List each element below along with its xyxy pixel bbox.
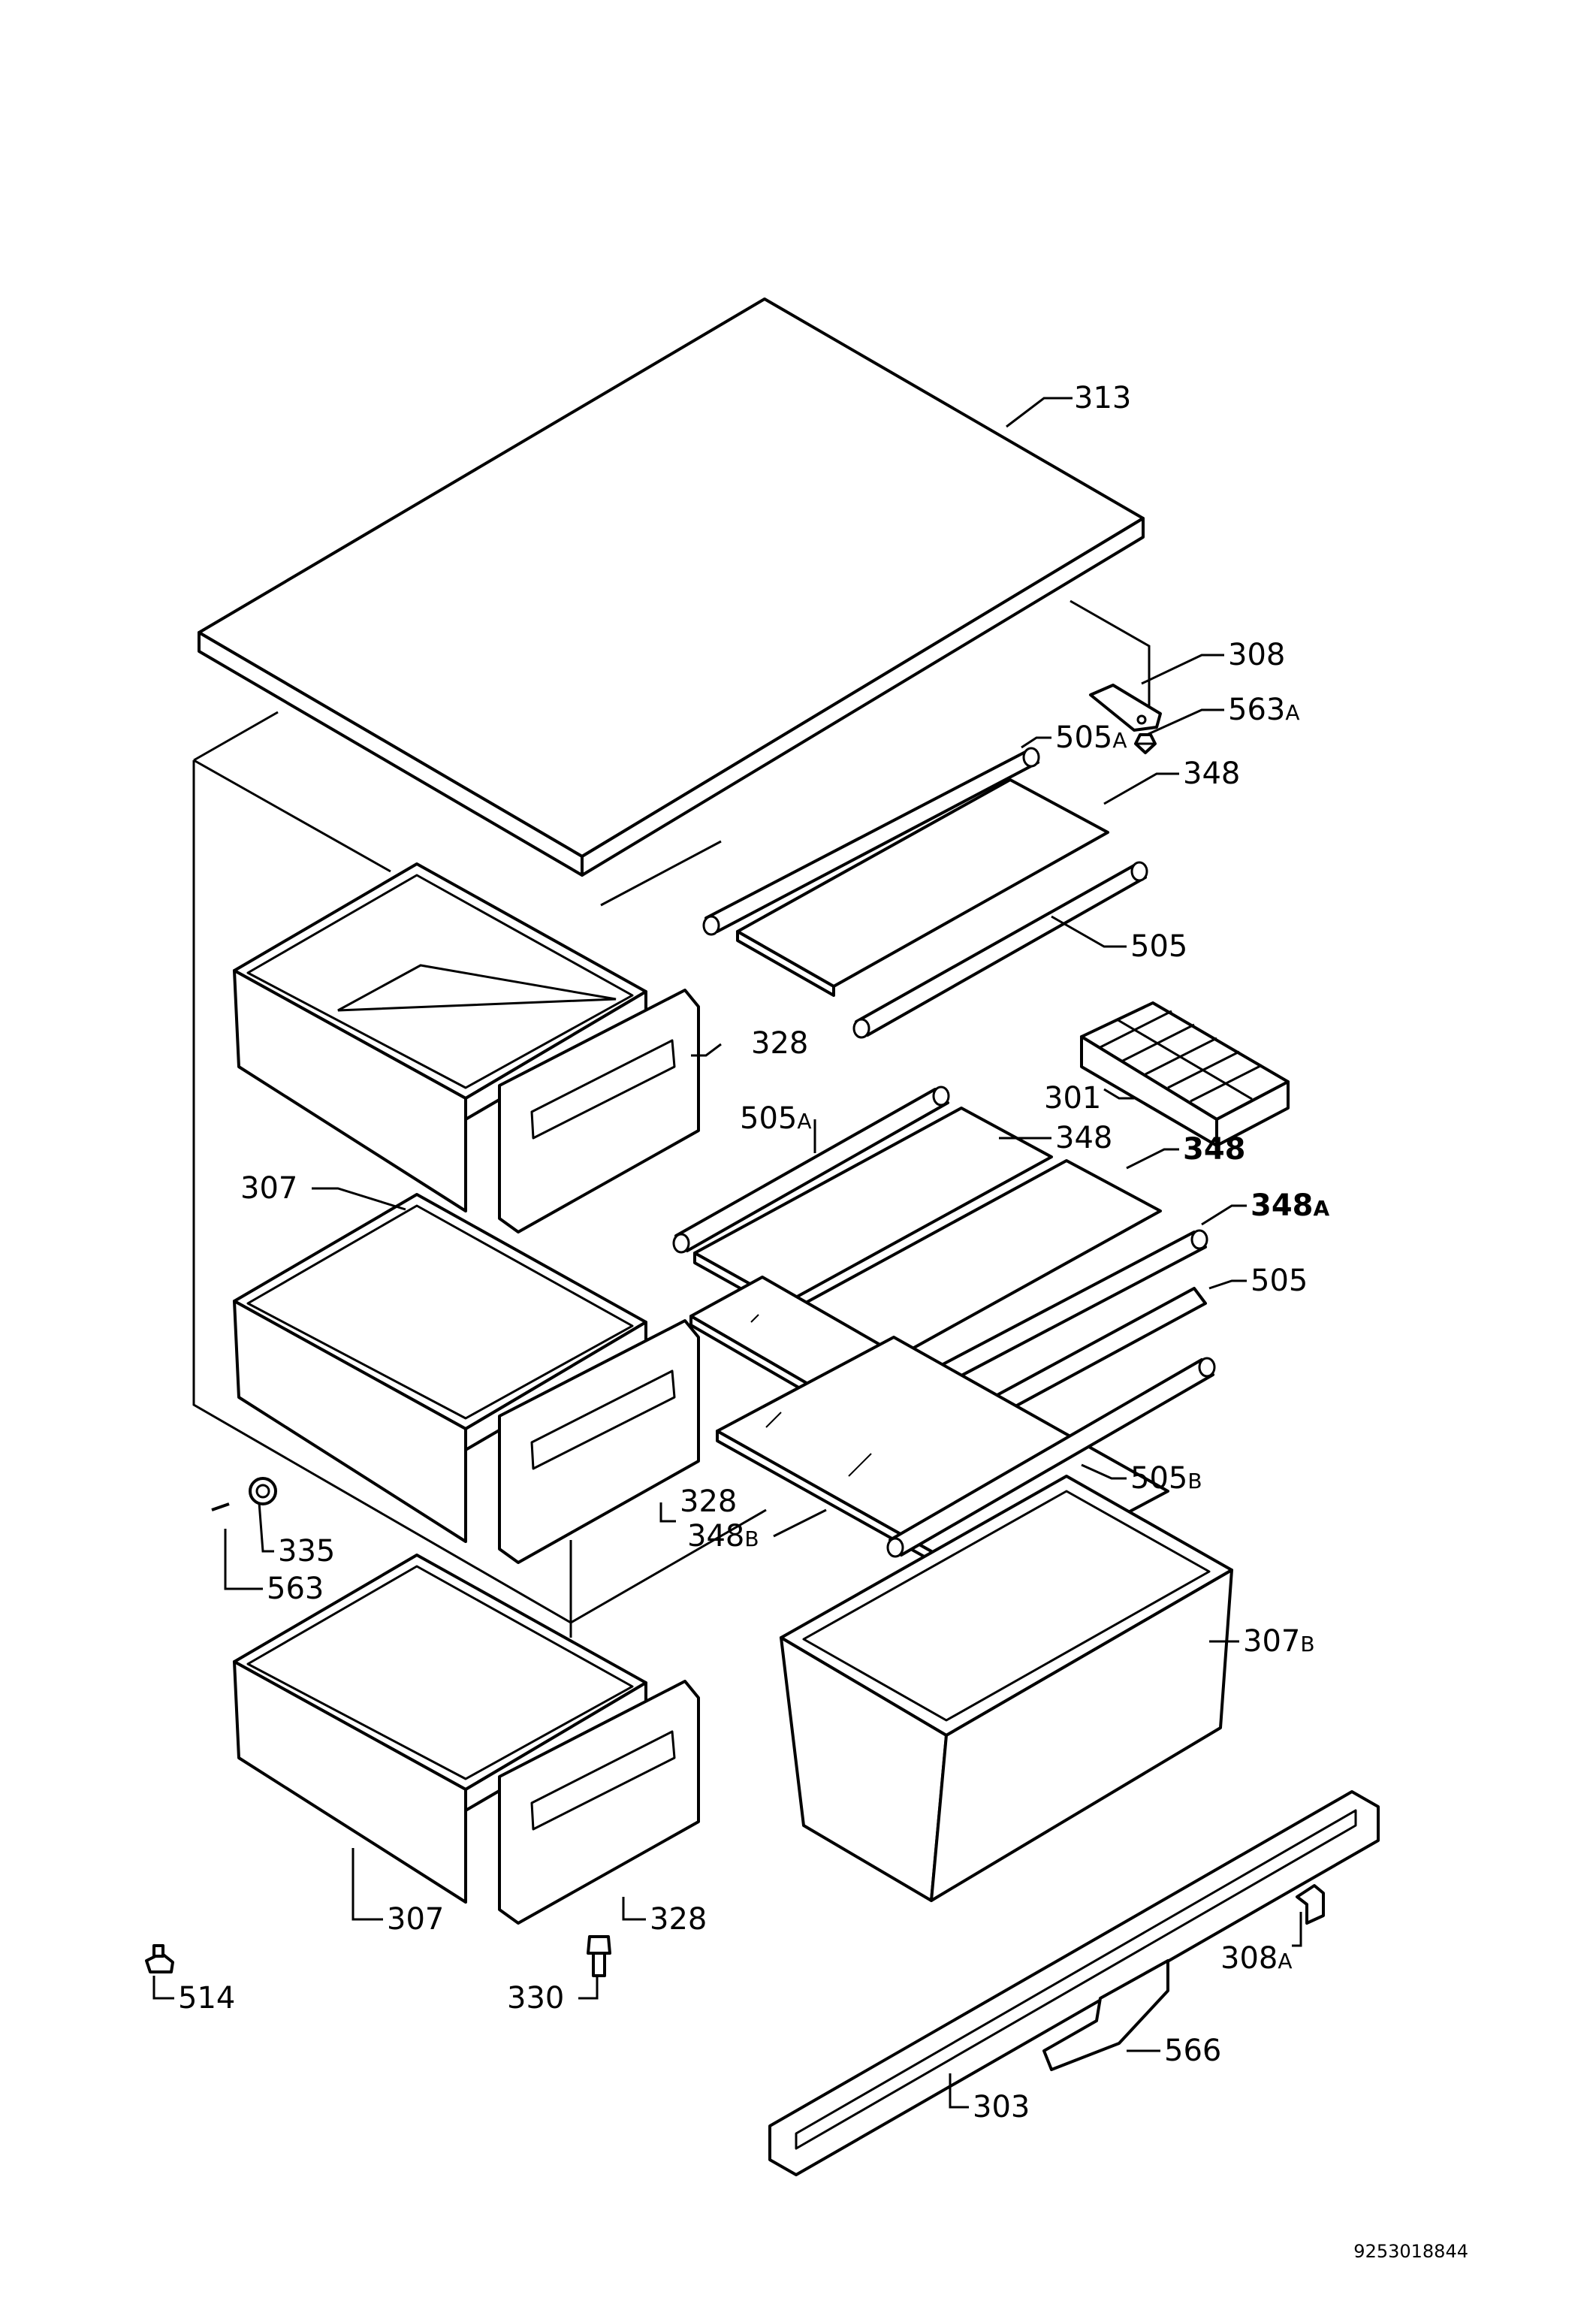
callout-308a: 308A bbox=[1220, 1941, 1293, 1976]
callout-303: 303 bbox=[973, 2090, 1030, 2124]
bin-307b bbox=[780, 1475, 1233, 1902]
callout-330: 330 bbox=[507, 1981, 564, 2016]
callout-labels: 313 308 563A 505A 348 505 328 301 505A 3… bbox=[178, 381, 1330, 2124]
callout-335: 335 bbox=[278, 1534, 335, 1569]
document-number: 9253018844 bbox=[1353, 2241, 1468, 2262]
callout-505-mid: 505 bbox=[1251, 1264, 1308, 1298]
callout-566: 566 bbox=[1164, 2034, 1221, 2068]
callout-348-top: 348 bbox=[1183, 756, 1240, 791]
callout-307b: 307B bbox=[1243, 1624, 1315, 1659]
trim-505a-top bbox=[702, 747, 1040, 936]
bracket-566 bbox=[1042, 1959, 1169, 2071]
clip-308a bbox=[1296, 1884, 1325, 1925]
callout-328-top: 328 bbox=[751, 1026, 808, 1061]
ice-tray-301 bbox=[1080, 1001, 1290, 1147]
callout-563a: 563A bbox=[1228, 693, 1300, 727]
callout-505a-mid: 505A bbox=[740, 1101, 812, 1136]
callout-348a: 348A bbox=[1251, 1188, 1330, 1223]
callout-348-mid2: 348 bbox=[1183, 1132, 1246, 1167]
callout-514: 514 bbox=[178, 1981, 235, 2016]
drawer-307-bot bbox=[233, 1554, 647, 1904]
foot-514 bbox=[145, 1944, 174, 1973]
clip-308 bbox=[1089, 684, 1162, 732]
callout-308: 308 bbox=[1228, 638, 1285, 672]
callout-505-top: 505 bbox=[1130, 929, 1187, 964]
callout-505a-top: 505A bbox=[1055, 720, 1127, 755]
callout-301: 301 bbox=[1044, 1081, 1101, 1116]
drawer-front-328-mid bbox=[498, 1319, 700, 1564]
screw-563a bbox=[1134, 733, 1157, 754]
drawer-307-mid bbox=[233, 1193, 647, 1543]
screw-330 bbox=[587, 1935, 611, 1977]
cabinet-outline bbox=[192, 599, 1151, 1638]
top-shelf-313 bbox=[198, 297, 1145, 877]
leader-lines bbox=[152, 397, 1302, 2109]
pin-563-and-knob-335 bbox=[211, 1477, 277, 1511]
callout-348b: 348B bbox=[687, 1519, 759, 1554]
callout-328-mid: 328 bbox=[680, 1484, 737, 1519]
rail-303 bbox=[768, 1790, 1380, 2176]
callout-307-top: 307 bbox=[240, 1171, 297, 1206]
callout-328-bot: 328 bbox=[650, 1902, 707, 1937]
callout-348-mid: 348 bbox=[1055, 1121, 1112, 1155]
trim-505b bbox=[886, 1357, 1216, 1558]
callout-313: 313 bbox=[1074, 381, 1131, 415]
shelf-348-top bbox=[736, 778, 1109, 997]
trim-505a-mid bbox=[672, 1086, 950, 1254]
callout-505b: 505B bbox=[1130, 1461, 1202, 1496]
trim-505-top bbox=[852, 861, 1148, 1039]
callout-563: 563 bbox=[267, 1572, 324, 1606]
callout-307-bot: 307 bbox=[387, 1902, 444, 1937]
drawer-front-328-top bbox=[498, 989, 700, 1234]
drawer-front-328-bot bbox=[498, 1680, 700, 1925]
